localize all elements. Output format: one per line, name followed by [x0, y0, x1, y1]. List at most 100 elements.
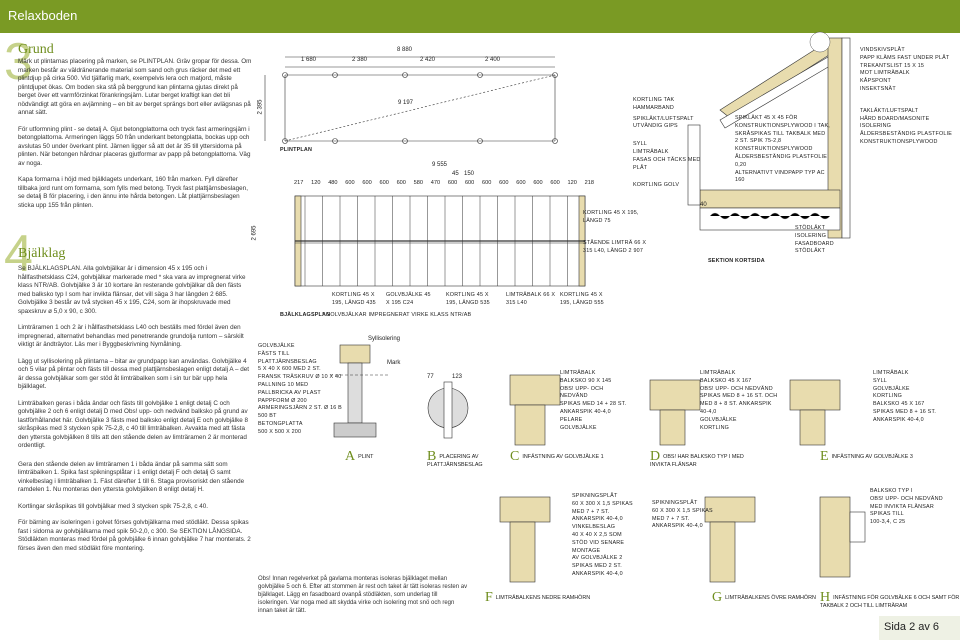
detail-list-item: Spikas till — [870, 511, 904, 518]
plintplan-side-dim: 2 395 — [257, 99, 264, 115]
plintplan-title: Plintplan — [280, 147, 313, 153]
document-title: Relaxboden — [8, 8, 78, 23]
spacing-dim: 120 — [567, 180, 577, 186]
label-stodlakt-2: Stödläkt — [795, 248, 826, 255]
label-stodlakt-1: Stödläkt — [795, 225, 826, 231]
detail-b-dim-77: 77 — [427, 374, 434, 380]
spacing-dim: 600 — [516, 180, 526, 186]
detail-list-item: Limträbalk — [700, 370, 736, 376]
section-left-labels: Kortling tak Hammarband Spikläkt/luftspa… — [633, 97, 703, 190]
callout-kortling-535: kortling 45 x 195, längd 535 — [446, 292, 490, 306]
plintplan-dim-3: 2 420 — [420, 57, 436, 63]
detail-list-item: spikas med 14 + 28 st. — [560, 401, 627, 408]
bjalklagsplan-note: * golvbjälkar impregnerat virke klass NT… — [322, 312, 472, 318]
detail-list-item: 40 x 40 x 2,5 som — [572, 531, 622, 538]
spacing-dim: 600 — [379, 180, 389, 186]
section-caption: Sektion kortsida — [708, 258, 765, 264]
detail-c-drawing — [509, 374, 561, 446]
page-indicator-bg — [879, 616, 960, 640]
bjalklag-paragraph-7: För bärning av isoleringen i golvet förs… — [18, 519, 251, 552]
section-center-labels: Spikläkt 45 x 45 för konstruktionsplywoo… — [735, 115, 830, 185]
detail-e-drawing — [789, 379, 841, 446]
callout-limtra-staende: stående limträ 66 x 315 L40, längd 2 907 — [583, 240, 647, 254]
section-dim-40: 40 — [700, 202, 707, 208]
bjalklag-text: Se BJÄLKLAGSPLAN. Alla golvbjälkar är i … — [18, 265, 253, 553]
spacing-dim: 600 — [533, 180, 543, 186]
detail-list-item: ankarspik 40-4,0 — [572, 516, 623, 523]
detail-list-item: 5 x 40 x 600 med 2 st. — [258, 366, 321, 373]
detail-list-item: Syll — [873, 377, 887, 384]
detail-g-drawing — [704, 496, 756, 583]
bjalklag-paragraph-6: Kortlingar skråspikas till golvbjälkar m… — [18, 502, 209, 510]
detail-d-drawing — [649, 379, 701, 446]
detail-b-caption: BPlacering av plattjärnsbeslag — [427, 449, 483, 468]
grund-paragraph-3: Kapa formarna i höjd med bjälklagets und… — [18, 176, 248, 209]
detail-list-item: Spikningsplåt — [652, 500, 698, 506]
label-spiklakt: Spikläkt/luftspalt — [633, 115, 694, 122]
bjalklag-paragraph-4: Limträbalken geras i båda ändar och fäst… — [18, 399, 248, 450]
detail-list-item: 60 x 300 x 1,5 spikas — [652, 507, 713, 514]
detail-list-item: Kortling — [873, 393, 903, 400]
detail-a-caption: APlint — [345, 449, 374, 464]
detail-a-syllisolering: Syllisolering — [368, 336, 401, 342]
label-vindskivsplat: Vindskivsplåt — [860, 47, 905, 53]
spacing-dim: 600 — [482, 180, 492, 186]
detail-h-drawing — [819, 496, 866, 578]
detail-list-item: Balksko 45 x 167 — [700, 377, 752, 384]
label-fasadboard: Fasadboard — [795, 240, 834, 247]
callout-kortling-555: kortling 45 x 195, längd 555 — [560, 292, 604, 306]
spacing-dim: 600 — [345, 180, 355, 186]
detail-list-item: 100-3,4, c 25 — [870, 519, 906, 526]
detail-list-item: Golvbjälke — [560, 424, 597, 431]
detail-list-item: av golvbjälke 2 — [572, 555, 623, 562]
bjalklag-paragraph-1: Se BJÄLKLAGSPLAN. Alla golvbjälkar är i … — [18, 265, 246, 315]
section-kortsida-drawing — [687, 31, 851, 239]
detail-list-item: ankarspik 40-4,0 — [560, 408, 611, 415]
detail-list-item: Obs! upp- och nedvänd — [870, 495, 943, 502]
detail-list-item: Betongplatta — [258, 420, 303, 427]
detail-list-item: Vinkelbeslag — [572, 524, 616, 531]
label-hard-board: Hård board/masonite — [860, 115, 930, 122]
label-mot-limtrabalk: mot limträbalk — [860, 70, 910, 77]
spacing-dim: 217 — [294, 180, 304, 186]
bjalklag-paragraph-3: Lägg ut syllisolering på plintarna – bit… — [18, 357, 250, 391]
section-number-bjalklag: 4 — [4, 225, 33, 283]
detail-list-item: Golvbjälke — [873, 385, 910, 392]
label-trekantslist: Trekantslist 15 x 15 — [860, 62, 925, 69]
spacing-dim: 600 — [362, 180, 372, 186]
detail-list-item: Pappform ø 200 — [258, 397, 307, 404]
detail-list-item: ankarspik 40-4,0 — [652, 523, 703, 530]
bjalklag-total-dim: 9 555 — [432, 162, 448, 168]
detail-list-item: 500 x 500 x 200 — [258, 428, 302, 435]
callout-kortling-435: kortling 45 x 195, längd 435 — [332, 292, 376, 306]
callout-kortling-75: kortling 45 x 195, längd 75 — [583, 210, 639, 224]
page-indicator: Sida 2 av 6 — [884, 621, 940, 633]
section-right-labels: Vindskivsplåt Papp kläms fast under plåt… — [860, 47, 960, 147]
spacing-dim: 470 — [430, 180, 441, 186]
section-number-grund: 3 — [4, 33, 33, 91]
header-bar: Relaxboden — [0, 0, 960, 33]
bjalklag-plan-drawing — [294, 195, 586, 287]
spacing-dim: 600 — [550, 180, 560, 186]
section-title-grund: Grund — [18, 42, 54, 57]
detail-b-dim-123: 123 — [452, 374, 463, 380]
label-papp: Papp kläms fast under plåt — [860, 54, 950, 61]
plintplan-diagonal: 9 197 — [398, 100, 414, 106]
section-title-bjalklag: Bjälklag — [18, 246, 66, 261]
bjalklag-sub-dim-2: 150 — [464, 171, 475, 177]
grund-paragraph-1: Märk ut plintarnas placering på marken, … — [18, 58, 252, 116]
label-taklakt: Takläkt/luftspalt — [860, 107, 919, 114]
detail-list-item: Balksko typ I — [870, 488, 913, 494]
spacing-dim: 120 — [311, 180, 321, 186]
spacing-dim: 480 — [328, 180, 338, 186]
section-bottom-labels: Stödläkt Isolering Fasadboard Stödläkt — [795, 225, 875, 256]
detail-a-list: Golvbjälkefästs till plattjärnsbeslag5 x… — [258, 343, 348, 437]
detail-g-caption: GLimträbalkens övre ramhörn — [712, 590, 816, 605]
detail-list-item: fästs till plattjärnsbeslag — [258, 350, 317, 365]
label-plastfolie-2: Åldersbeständig plastfolie — [860, 131, 953, 138]
detail-d-list: LimträbalkBalksko 45 x 167Obs! upp- och … — [700, 370, 780, 432]
label-konstruktionsplywood: Konstruktionsplywood — [735, 146, 813, 153]
detail-list-item: pallbricka av plast — [258, 389, 321, 396]
spacing-dim: 600 — [464, 180, 475, 186]
